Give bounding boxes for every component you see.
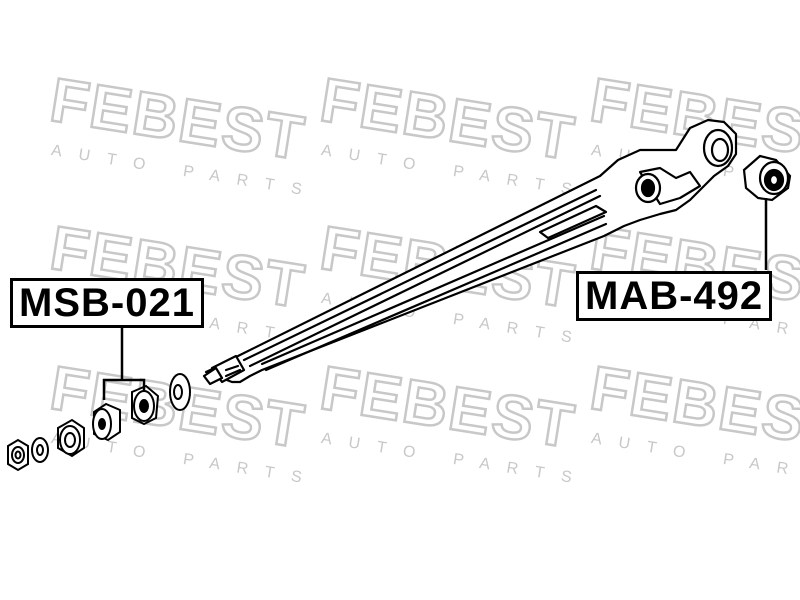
bushing-left-1	[92, 402, 121, 442]
washer-thick	[57, 418, 85, 458]
washer-large	[169, 373, 191, 411]
bushing-right	[742, 154, 792, 202]
leader-left	[102, 322, 146, 400]
control-arm	[202, 118, 738, 386]
nut	[7, 438, 29, 472]
washer-small	[31, 437, 49, 463]
exploded-parts	[7, 373, 191, 472]
part-number-label-right: MAB-492	[576, 271, 773, 321]
part-number-label-left: MSB-021	[10, 278, 204, 328]
bushing-left-2	[131, 384, 160, 426]
